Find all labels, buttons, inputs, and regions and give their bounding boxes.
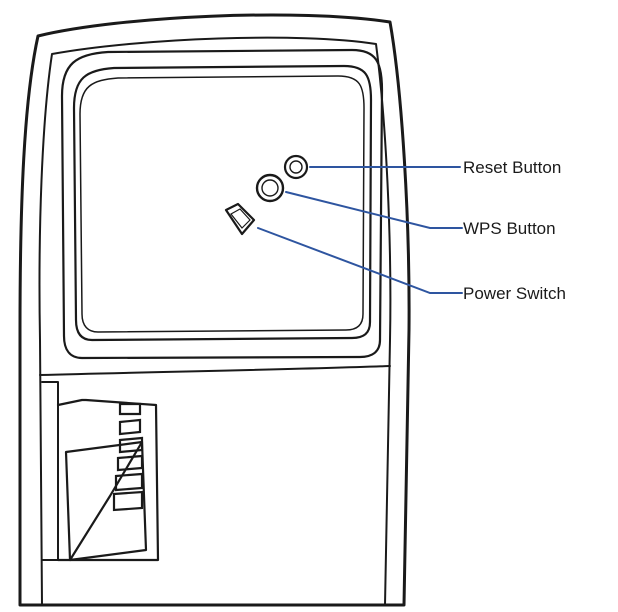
power-switch-label: Power Switch <box>463 284 566 303</box>
leader-line-power <box>257 227 463 294</box>
router-outer-outline <box>18 13 411 607</box>
vent-triangle <box>64 440 148 562</box>
body-divider <box>39 365 391 376</box>
wps-button-label: WPS Button <box>463 219 556 238</box>
reset-button-icon <box>283 154 309 180</box>
vent-front-outline <box>56 398 160 562</box>
panel-frame-outer <box>60 48 384 360</box>
router-body <box>18 13 411 607</box>
power-switch-icon <box>224 202 256 236</box>
leader-line-wps <box>285 191 463 229</box>
panel-face <box>79 75 365 333</box>
vent-grille-icon <box>112 402 144 512</box>
panel-frame-inner <box>72 64 373 342</box>
wps-button-icon <box>255 173 285 203</box>
vent-housing <box>41 381 59 561</box>
leader-lines <box>257 166 463 294</box>
reset-button-label: Reset Button <box>463 158 561 177</box>
router-inner-outline <box>38 36 392 606</box>
